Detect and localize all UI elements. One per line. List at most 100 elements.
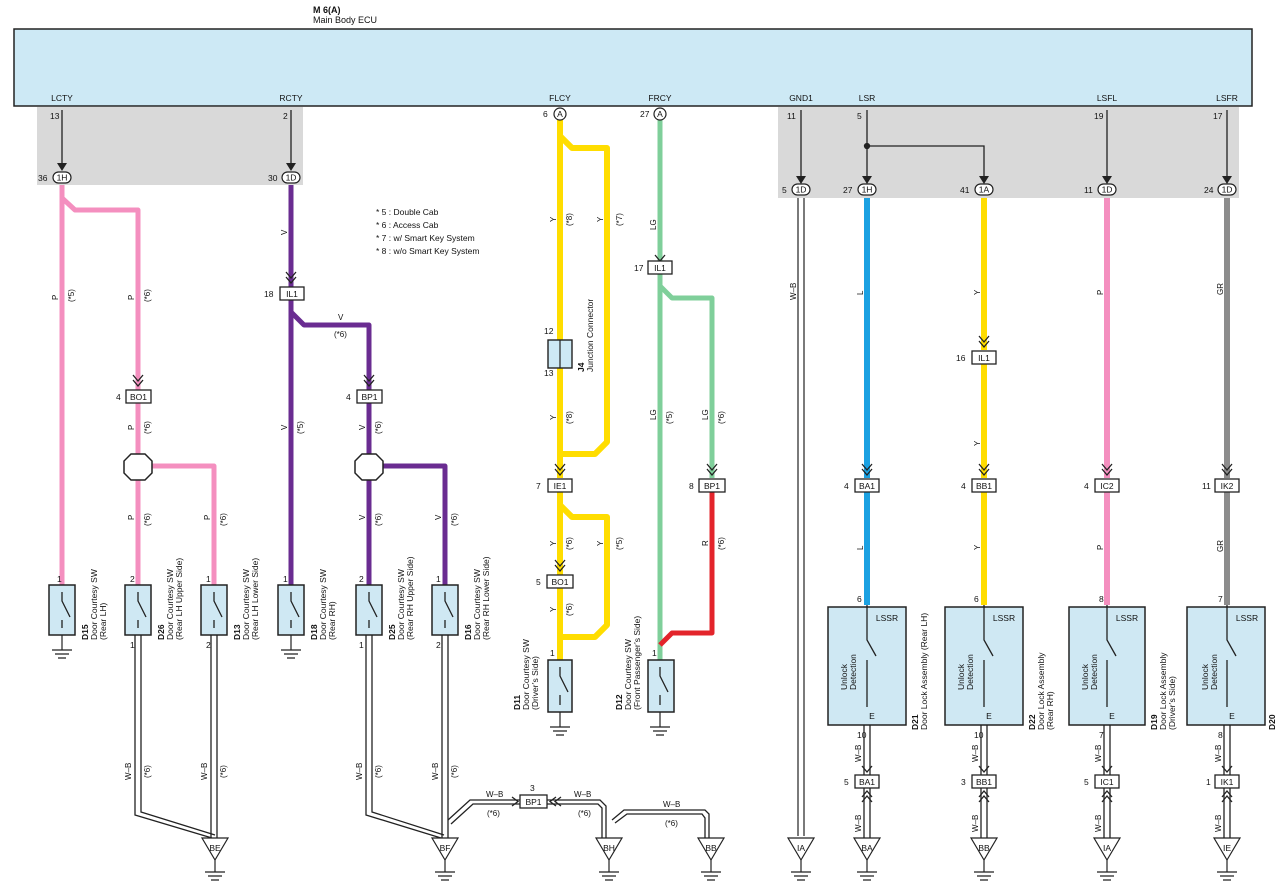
wire-label: W–B bbox=[200, 763, 209, 780]
pill-1d-gnd1 bbox=[791, 183, 811, 196]
conn-bp1-lower bbox=[519, 794, 548, 809]
conn-label: IL1 bbox=[654, 263, 666, 273]
wire-label: P bbox=[203, 515, 212, 520]
pin-label: 6 bbox=[974, 594, 979, 604]
ground-be bbox=[200, 837, 230, 862]
wire-label: Y bbox=[549, 606, 558, 612]
lock-d20 bbox=[1186, 606, 1266, 726]
inline-connectors: IL1 18 IL1 17 IL1 16 BO1 4 BP1 4 IE1 7 B… bbox=[116, 254, 1240, 589]
pin-label: 1 bbox=[550, 648, 555, 658]
legend-item: * 7 : w/ Smart Key System bbox=[376, 233, 475, 243]
wire-label: V bbox=[358, 514, 367, 520]
conn-label: IC1 bbox=[1100, 777, 1114, 787]
wire-label: Y bbox=[549, 216, 558, 222]
conn-bp1-lg bbox=[698, 478, 726, 493]
d25-code: D25 bbox=[387, 624, 397, 640]
wire-label: W–B bbox=[124, 763, 133, 780]
ground-ba bbox=[852, 837, 882, 862]
wire-label: W–B bbox=[355, 763, 364, 780]
note-label: (*6) bbox=[374, 513, 383, 526]
pill-1d-lsfl bbox=[1097, 183, 1117, 196]
pill-1d-rcty bbox=[281, 171, 301, 184]
note-label: (*8) bbox=[565, 411, 574, 424]
wire-label: L bbox=[856, 545, 865, 550]
detection-label: Detection bbox=[1209, 654, 1219, 690]
chassis-grounds bbox=[52, 635, 670, 736]
conn-ic1 bbox=[1094, 774, 1120, 789]
wire-label: W–B bbox=[854, 815, 863, 832]
ground-label: BB bbox=[978, 843, 990, 853]
d12-sub: (Front Passenger’s Side) bbox=[632, 616, 642, 710]
pin-label: 2 bbox=[206, 640, 211, 650]
d20-code: D20 bbox=[1267, 714, 1277, 730]
e-label: E bbox=[869, 711, 875, 721]
pin-label: 4 bbox=[1084, 481, 1089, 491]
d13-code: D13 bbox=[232, 624, 242, 640]
note-label: (*6) bbox=[565, 603, 574, 616]
wire-label: W–B bbox=[1214, 815, 1223, 832]
pill-label: 1D bbox=[1102, 185, 1113, 195]
switches: 1 2 1 1 2 1 2 1 1 2 1 1 bbox=[48, 574, 675, 713]
wire-label: Y bbox=[549, 414, 558, 420]
conn-ba1 bbox=[854, 478, 880, 493]
d26-name: Door Courtesy SW bbox=[165, 569, 175, 640]
term-lsfl: LSFL bbox=[1097, 93, 1118, 103]
pin-label: 6 bbox=[857, 594, 862, 604]
pin-label: 8 bbox=[689, 481, 694, 491]
note-label: (*6) bbox=[450, 513, 459, 526]
wire-label: W–B bbox=[1094, 815, 1103, 832]
main-body-ecu bbox=[13, 28, 1253, 107]
lssr-label: LSSR bbox=[876, 613, 898, 623]
pill-label: 1H bbox=[57, 173, 68, 183]
d22-sub: (Rear RH) bbox=[1045, 691, 1055, 730]
pin-label: 8 bbox=[1099, 594, 1104, 604]
term-flcy: FLCY bbox=[549, 93, 571, 103]
ground-bb-left bbox=[696, 837, 726, 862]
conn-label: IL1 bbox=[978, 353, 990, 363]
wire-label: W–B bbox=[1094, 745, 1103, 762]
pin-label: 6 bbox=[543, 109, 548, 119]
lssr-label: LSSR bbox=[1116, 613, 1138, 623]
wire-pink-bo1 bbox=[60, 196, 141, 390]
note-label: (*5) bbox=[296, 421, 305, 434]
note-label: (*6) bbox=[717, 537, 726, 550]
wire-label: LG bbox=[649, 409, 658, 420]
switch-d12 bbox=[647, 659, 675, 713]
ground-bb-right bbox=[969, 837, 999, 862]
conn-label: BP1 bbox=[361, 392, 377, 402]
detection-label: Detection bbox=[965, 654, 975, 690]
ecu-name: Main Body ECU bbox=[313, 15, 377, 25]
conn-bb1-lower bbox=[971, 774, 997, 789]
d21-code: D21 bbox=[910, 714, 920, 730]
pin-label: 1 bbox=[359, 640, 364, 650]
d12-code: D12 bbox=[614, 694, 624, 710]
term-lsr: LSR bbox=[859, 93, 876, 103]
wire-pink-d13 bbox=[152, 463, 217, 585]
shade-left bbox=[37, 107, 303, 185]
d15-sub: (Rear LH) bbox=[98, 603, 108, 640]
pin-label: 24 bbox=[1204, 185, 1214, 195]
pin-label: 5 bbox=[1084, 777, 1089, 787]
wire-yellow-bypass bbox=[557, 133, 610, 457]
conn-il1-frcy bbox=[647, 260, 673, 275]
conn-ik2 bbox=[1214, 478, 1240, 493]
wire-label: Y bbox=[973, 440, 982, 446]
wire-label: W–B bbox=[971, 815, 980, 832]
note-label: (*6) bbox=[578, 809, 591, 818]
conn-label: BA1 bbox=[859, 481, 875, 491]
note-label: (*6) bbox=[219, 513, 228, 526]
pin-label: 11 bbox=[1202, 481, 1211, 491]
d25-name: Door Courtesy SW bbox=[396, 569, 406, 640]
note-label: (*6) bbox=[143, 513, 152, 526]
conn-bo1-pink bbox=[125, 389, 152, 404]
ground-label: BE bbox=[209, 843, 221, 853]
lower-connectors: BA1 5 BB1 3 IC1 5 IK1 1 BP1 3 bbox=[511, 765, 1240, 809]
d13-sub: (Rear LH Lower Side) bbox=[250, 558, 260, 640]
pin-label: 17 bbox=[1213, 111, 1223, 121]
pill-label: 1D bbox=[796, 185, 807, 195]
conn-ic2 bbox=[1094, 478, 1120, 493]
pill-label: A bbox=[657, 109, 663, 119]
ground-ia-right bbox=[1092, 837, 1122, 862]
pin-label: 4 bbox=[346, 392, 351, 402]
pill-a-flcy bbox=[553, 107, 567, 121]
